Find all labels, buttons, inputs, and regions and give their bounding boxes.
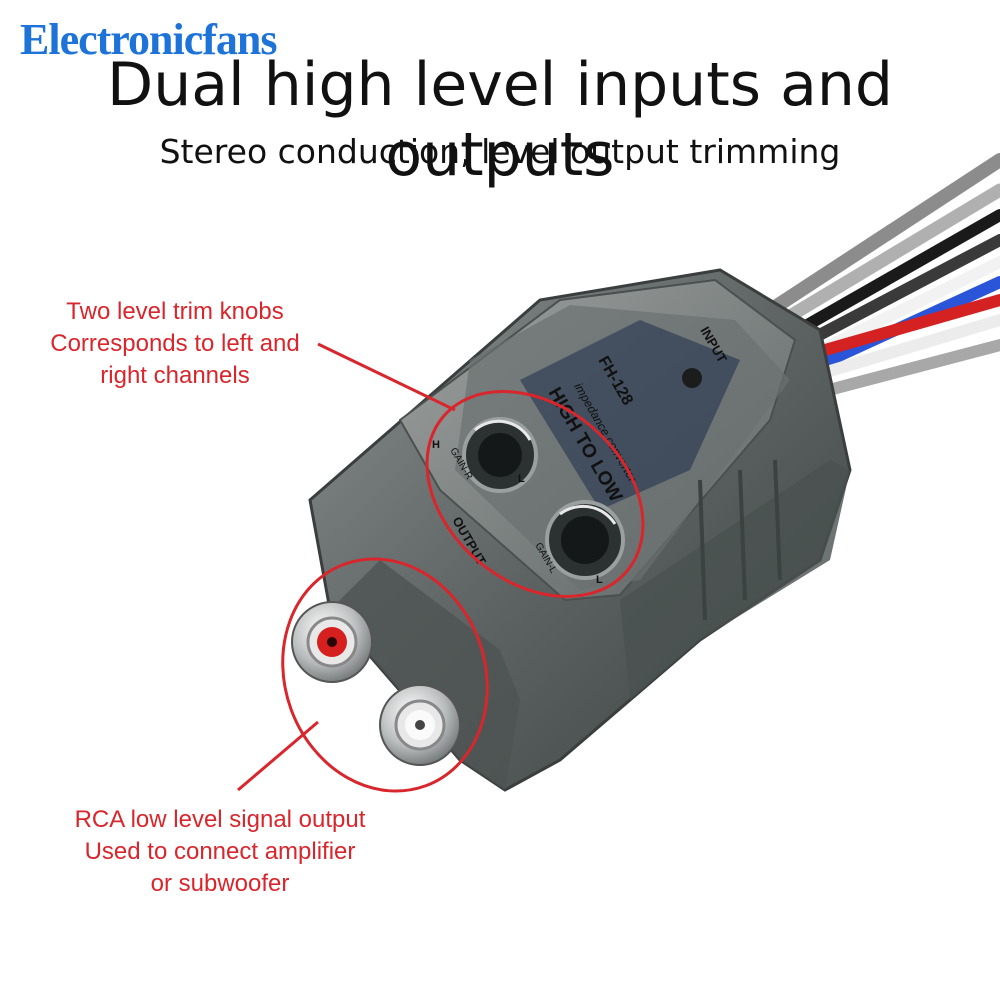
converter-device: HIGH TO LOW impedance converter FH-128 I… — [291, 268, 852, 792]
callout-line: Corresponds to left and — [50, 330, 300, 357]
knob-r-high-mark: H — [432, 439, 440, 451]
knob-callout-leader — [317, 342, 456, 412]
rca-jack-red — [291, 601, 373, 683]
knob-gain-r — [462, 417, 538, 493]
callout-line: or subwoofer — [150, 870, 290, 897]
knob-r-low-mark: L — [518, 473, 525, 485]
headline: Dual high level inputs and outputs — [107, 50, 893, 190]
knob-highlight-ellipse — [425, 390, 645, 598]
rca-callout-leader — [237, 720, 319, 792]
callout-line: Two level trim knobs — [66, 298, 284, 325]
rca-callout: RCA low level signal output Used to conn… — [40, 804, 400, 900]
callout-line: RCA low level signal output — [74, 806, 366, 833]
callout-line: right channels — [100, 362, 250, 389]
subheadline: Stereo conduction, level output trimming — [159, 132, 841, 171]
input-indicator-hole — [682, 368, 702, 388]
callout-line: Used to connect amplifier — [84, 838, 356, 865]
knob-gain-l — [545, 500, 625, 580]
knob-l-low-mark: L — [596, 574, 603, 586]
watermark-logo: Electronicfans — [20, 15, 277, 64]
knob-callout: Two level trim knobs Corresponds to left… — [20, 296, 330, 392]
rca-jack-white — [379, 684, 461, 766]
rca-highlight-ellipse — [281, 557, 489, 793]
